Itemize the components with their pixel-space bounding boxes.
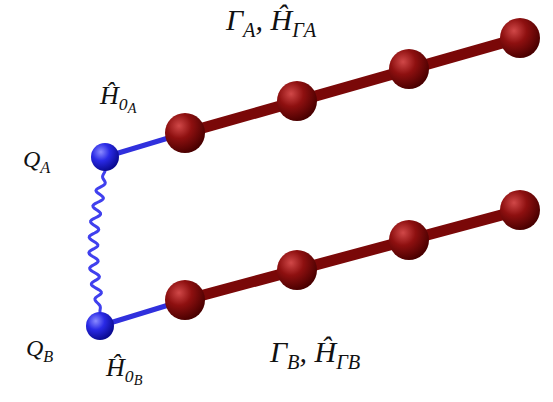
qubit-label: QB — [26, 334, 53, 366]
hamiltonian-label: Ĥ0B — [106, 352, 142, 389]
text-part: Q — [23, 146, 40, 172]
text-part: Γ — [270, 335, 287, 368]
text-part: Γ — [226, 3, 243, 36]
text-part: B — [287, 351, 299, 373]
text-part: Ĥ — [100, 81, 119, 110]
text-part: A — [40, 158, 50, 177]
text-part: , Ĥ — [256, 3, 293, 36]
coupling-wave — [89, 171, 105, 312]
chain-site — [165, 18, 540, 320]
sphere-fill — [86, 312, 114, 340]
qubit-label: QA — [23, 145, 50, 177]
hamiltonian-label: Ĥ0A — [100, 80, 136, 117]
text-part: ΓA — [292, 19, 316, 41]
text-part: B — [134, 372, 143, 388]
sphere-fill — [91, 143, 119, 171]
text-part: A — [128, 100, 137, 116]
hamiltonian-label: ΓA, ĤΓA — [226, 2, 316, 43]
text-part: 0 — [119, 94, 128, 114]
text-part: 0 — [125, 366, 134, 386]
text-part: ΓB — [336, 351, 360, 373]
qubit-sphere: QB — [86, 312, 114, 340]
hamiltonian-label: ΓB, ĤΓB — [270, 334, 360, 375]
text-part: Ĥ — [106, 353, 125, 382]
qubit-sphere: QA — [91, 143, 119, 171]
text-part: A — [243, 19, 255, 41]
chain-rod — [185, 38, 520, 300]
text-part: Q — [26, 335, 43, 361]
text-part: B — [43, 347, 53, 366]
text-part: , Ĥ — [300, 335, 337, 368]
sphere-shape — [91, 143, 119, 171]
sphere-shape — [86, 312, 114, 340]
